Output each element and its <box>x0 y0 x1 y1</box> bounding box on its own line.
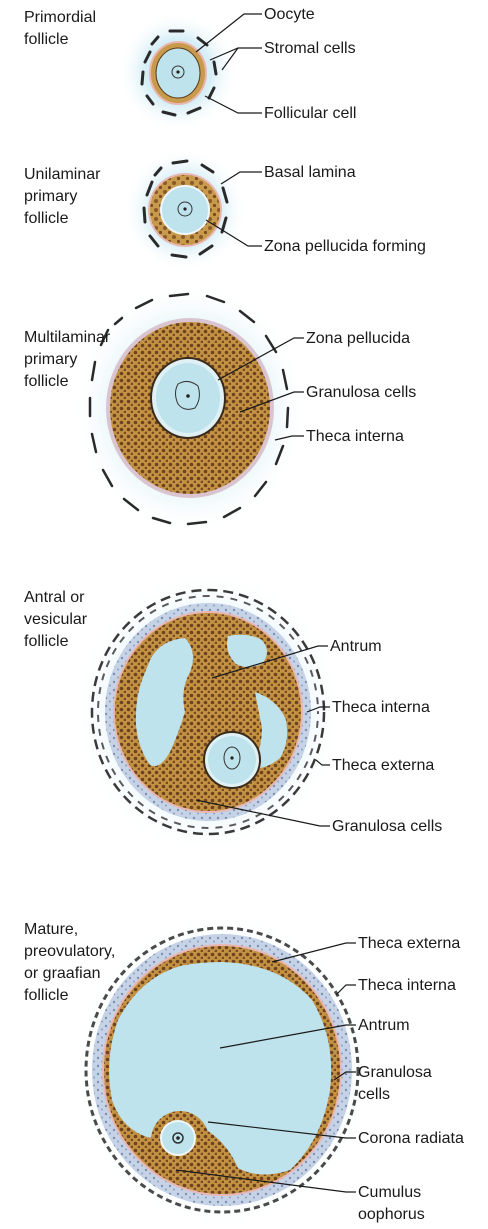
stage-unilaminar <box>123 148 247 272</box>
label-antrum: Antrum <box>358 1017 410 1034</box>
label-granulosa-cells: Granulosa cells <box>332 818 442 835</box>
label-oophorus: oophorus <box>358 1206 425 1223</box>
title-antral-line2: vesicular <box>24 611 88 628</box>
label-granulosa-cells: Granulosa cells <box>306 384 416 401</box>
title-primordial-line1: Primordial <box>24 9 96 26</box>
title-antral-line3: follicle <box>24 633 69 650</box>
label-cumulus: Cumulus <box>358 1184 421 1201</box>
stage-antral <box>72 570 344 854</box>
label-zona-pellucida-forming: Zona pellucida forming <box>264 238 426 255</box>
title-antral-line1: Antral or <box>24 589 85 606</box>
label-antrum: Antrum <box>330 638 382 655</box>
label-theca-interna: Theca interna <box>358 977 456 994</box>
title-multilaminar-line3: follicle <box>24 373 69 390</box>
label-oocyte: Oocyte <box>264 6 315 23</box>
label-stromal-cells: Stromal cells <box>264 40 356 57</box>
title-mature-line3: or graafian <box>24 965 101 982</box>
title-unilaminar-line2: primary <box>24 188 77 205</box>
label-zona-pellucida: Zona pellucida <box>306 330 410 347</box>
stage-multilaminar <box>72 282 308 534</box>
title-unilaminar-line3: follicle <box>24 210 69 227</box>
title-multilaminar-line1: Multilaminar <box>24 329 111 346</box>
label-basal-lamina: Basal lamina <box>264 164 356 181</box>
title-unilaminar-line1: Unilaminar <box>24 166 101 183</box>
title-mature-line2: preovulatory, <box>24 943 115 960</box>
label-theca-interna: Theca interna <box>332 699 430 716</box>
title-mature-line1: Mature, <box>24 921 78 938</box>
label-cells: cells <box>358 1086 390 1103</box>
title-multilaminar-line2: primary <box>24 351 77 368</box>
label-granulosa: Granulosa <box>358 1064 432 1081</box>
oocyte <box>156 363 220 433</box>
label-theca-externa: Theca externa <box>332 757 434 774</box>
label-theca-externa: Theca externa <box>358 935 460 952</box>
title-mature-line4: follicle <box>24 987 69 1004</box>
stage-primordial <box>118 12 238 132</box>
label-corona-radiata: Corona radiata <box>358 1130 464 1147</box>
label-follicular-cell: Follicular cell <box>264 105 356 122</box>
stage-titles: Primordial follicle Unilaminar primary f… <box>24 9 115 1004</box>
title-primordial-line2: follicle <box>24 31 69 48</box>
stage-mature <box>72 912 372 1228</box>
label-theca-interna: Theca interna <box>306 428 404 445</box>
